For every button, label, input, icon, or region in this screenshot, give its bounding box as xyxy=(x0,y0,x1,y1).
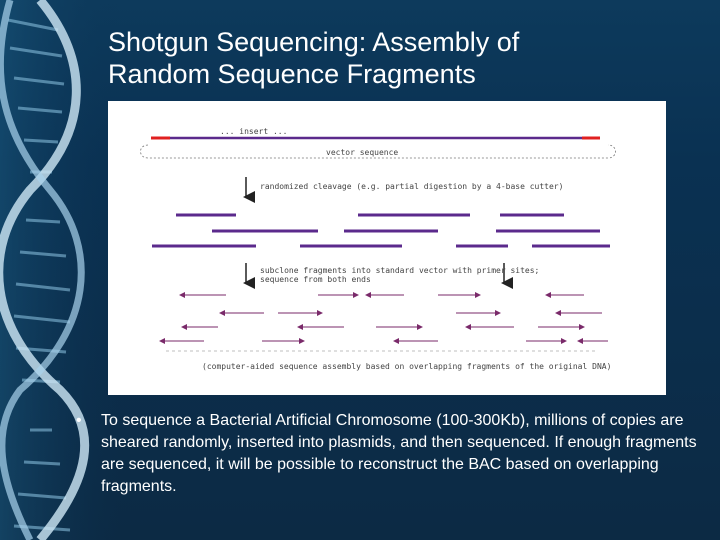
bullet-dot: • xyxy=(76,412,82,429)
bullet-text: To sequence a Bacterial Artificial Chrom… xyxy=(101,412,697,495)
insert-label: ... insert ... xyxy=(220,127,287,136)
step2-label-line-1: subclone fragments into standard vector … xyxy=(260,266,539,275)
title-line-2: Random Sequence Fragments xyxy=(108,59,476,89)
vector-outline xyxy=(140,144,616,159)
step2-label-line-2: sequence from both ends xyxy=(260,275,371,284)
dna-helix-decoration xyxy=(0,0,120,540)
vector-label: vector sequence xyxy=(326,148,398,157)
slide-title: Shotgun Sequencing: Assembly of Random S… xyxy=(108,26,668,90)
fragments xyxy=(152,213,610,248)
title-line-1: Shotgun Sequencing: Assembly of xyxy=(108,27,520,57)
footer-label: (computer-aided sequence assembly based … xyxy=(202,362,611,371)
step1-label: randomized cleavage (e.g. partial digest… xyxy=(260,182,563,191)
sequence-reads xyxy=(159,292,608,344)
shotgun-sequencing-diagram: ... insert ... vector sequence randomize… xyxy=(108,101,666,395)
